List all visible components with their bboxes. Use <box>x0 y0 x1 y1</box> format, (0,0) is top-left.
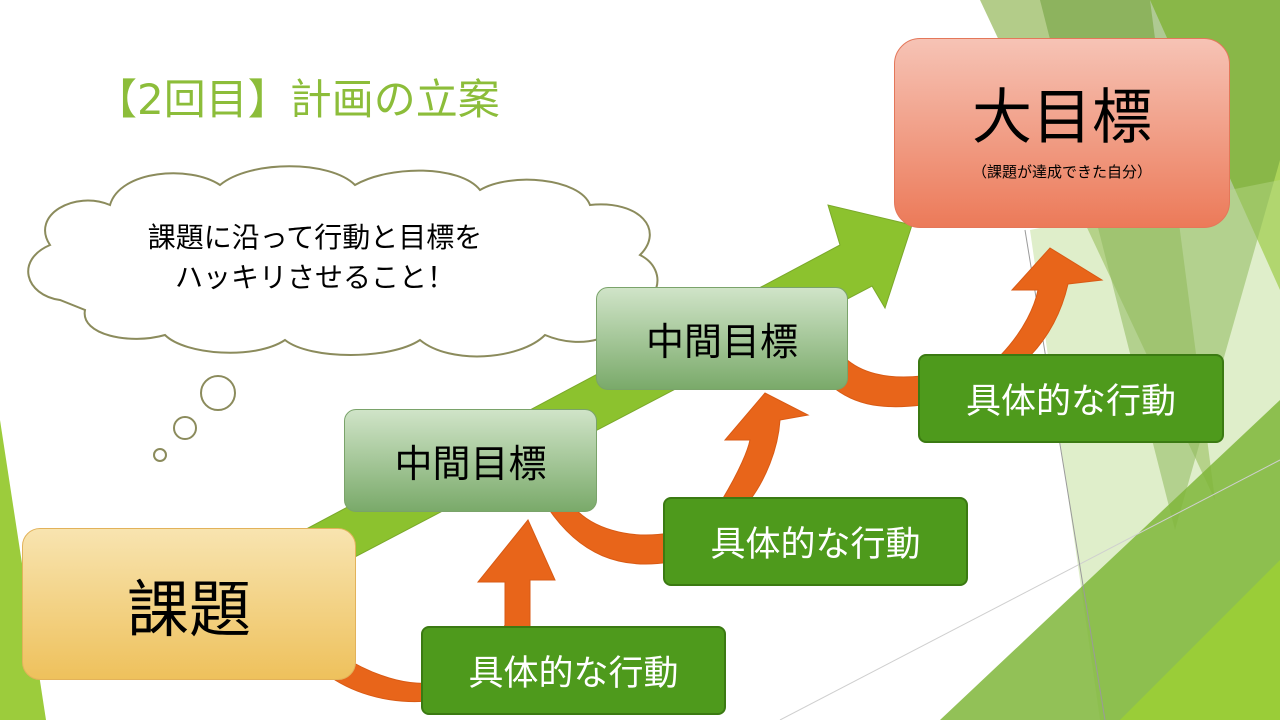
cloud-line-1: 課題に沿って行動と目標を <box>147 221 483 254</box>
decor-facet <box>1120 560 1280 720</box>
issue-label: 課題 <box>126 573 251 646</box>
issue-box: 課題 <box>22 528 356 680</box>
intermediate-goal-label: 中間目標 <box>645 320 798 364</box>
slide-title: 【2回目】計画の立案 <box>95 75 500 124</box>
decor-line <box>779 459 1280 720</box>
cloud-bubble-large <box>200 375 236 411</box>
action-box: 具体的な行動 <box>421 626 726 715</box>
action-label: 具体的な行動 <box>468 654 679 694</box>
action-label: 具体的な行動 <box>965 382 1176 422</box>
main-goal-label: 大目標 <box>972 82 1152 153</box>
action-box: 具体的な行動 <box>918 354 1224 443</box>
curved-arrow-2-tail <box>547 504 671 565</box>
intermediate-goal-label: 中間目標 <box>394 442 547 486</box>
cloud-line-2: ハッキリさせること！ <box>174 261 455 294</box>
curved-arrow-2-head <box>721 392 810 501</box>
action-label: 具体的な行動 <box>710 525 921 565</box>
main-goal-subtitle: （課題が達成できた自分） <box>971 162 1152 181</box>
thought-cloud <box>27 165 659 462</box>
intermediate-goal-box: 中間目標 <box>596 287 848 390</box>
decor-facet <box>940 400 1280 720</box>
intermediate-goal-box: 中間目標 <box>344 409 597 512</box>
main-goal-box: 大目標 （課題が達成できた自分） <box>894 38 1230 228</box>
cloud-message: 課題に沿って行動と目標を ハッキリさせること！ <box>95 218 535 298</box>
curved-arrow-3-head <box>998 247 1104 357</box>
action-box: 具体的な行動 <box>663 497 968 586</box>
cloud-bubble-small <box>153 448 167 462</box>
cloud-bubble-medium <box>173 416 197 440</box>
